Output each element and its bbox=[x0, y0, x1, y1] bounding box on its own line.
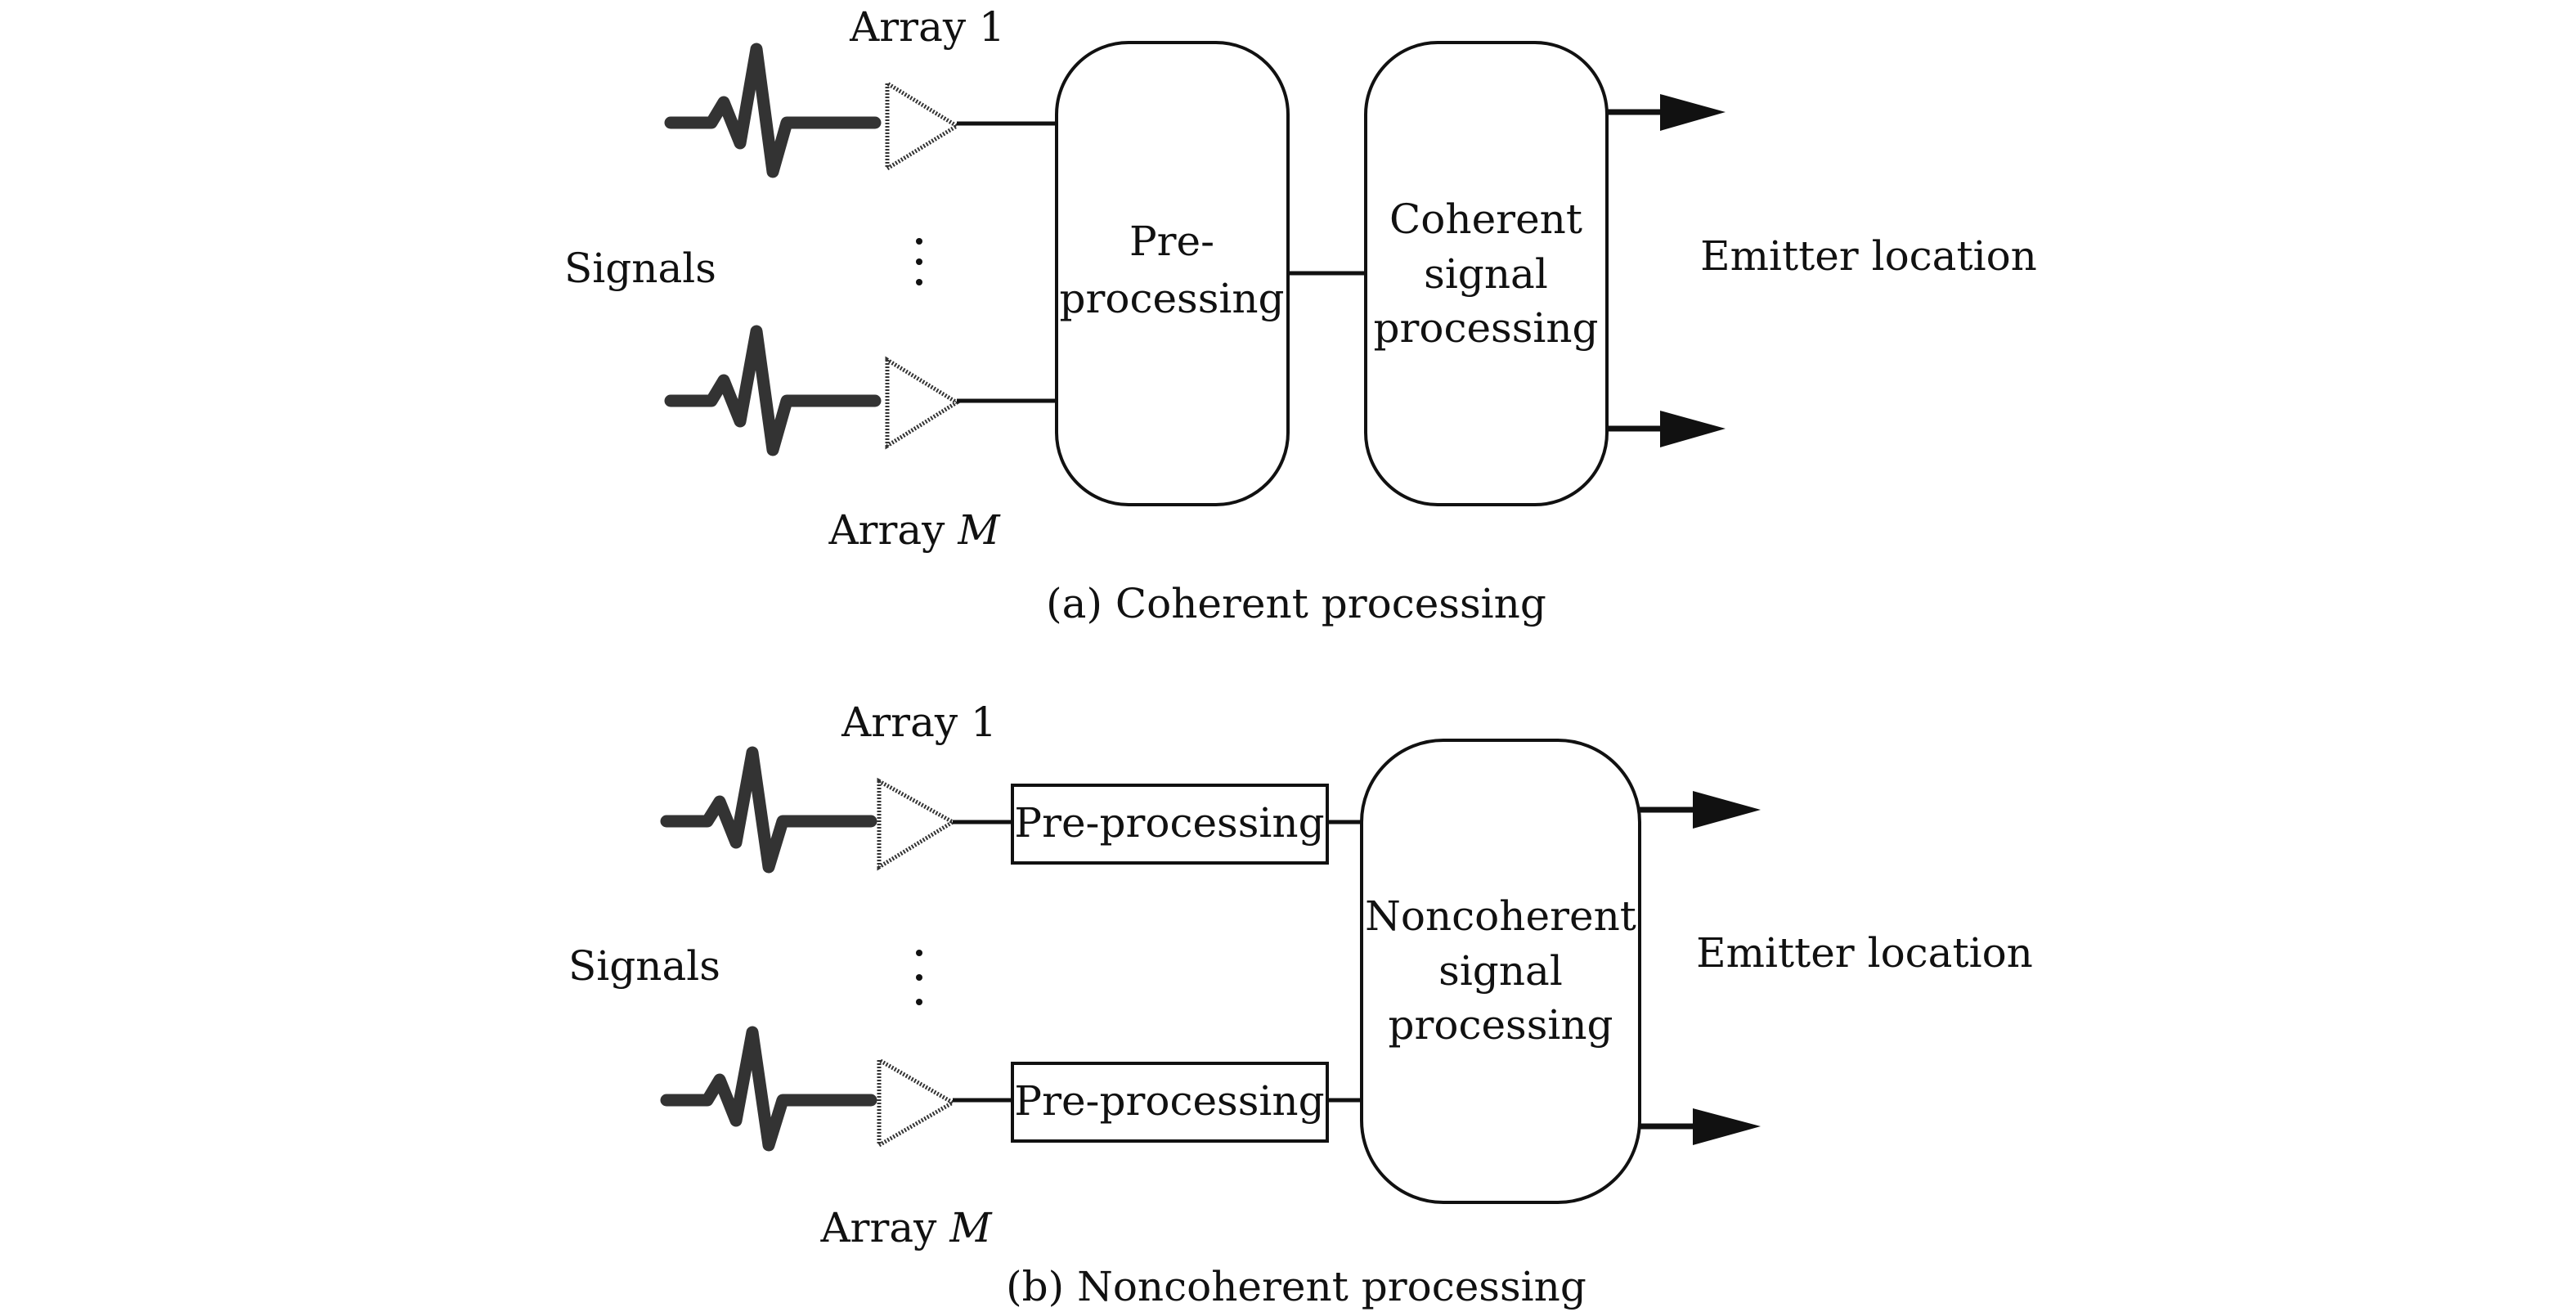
noncoherent-signal-processing-block bbox=[1360, 739, 1641, 1204]
signal-waveform-icon bbox=[664, 325, 882, 456]
signal-waveform-icon bbox=[664, 43, 882, 178]
signals-label: Signals bbox=[564, 245, 716, 292]
preprocessing-top-label: Pre-processing bbox=[1014, 799, 1324, 847]
vertical-ellipsis-icon bbox=[916, 950, 922, 1005]
amplifier-triangle-icon bbox=[877, 1056, 957, 1149]
emitter-location-label: Emitter location bbox=[1696, 929, 2033, 977]
array-m-label: Array M bbox=[819, 1204, 993, 1251]
coherent-label-line-1: Coherent bbox=[1389, 195, 1582, 243]
array-m-label: Array M bbox=[828, 506, 1001, 554]
arrow-right-icon bbox=[1640, 791, 1761, 829]
noncoherent-label-line-3: processing bbox=[1388, 1001, 1613, 1049]
amplifier-triangle-icon bbox=[877, 777, 957, 871]
coherent-label-line-3: processing bbox=[1373, 304, 1598, 352]
coherent-signal-processing-block bbox=[1364, 41, 1609, 506]
preprocessing-block bbox=[1055, 41, 1290, 506]
preprocessing-label-line-2: processing bbox=[1059, 275, 1284, 322]
arrow-right-icon bbox=[1640, 1108, 1761, 1145]
vertical-ellipsis-icon bbox=[916, 238, 922, 285]
preprocessing-bottom-label: Pre-processing bbox=[1014, 1077, 1324, 1125]
panel-noncoherent: Array 1 Pre-processing Signals Pre-proce… bbox=[568, 699, 2033, 1310]
preprocessing-label-line-1: Pre- bbox=[1129, 218, 1214, 265]
amplifier-triangle-icon bbox=[885, 79, 961, 173]
caption-noncoherent: (b) Noncoherent processing bbox=[1006, 1263, 1586, 1310]
preprocessing-block-bottom bbox=[1011, 1062, 1329, 1143]
amplifier-triangle-icon bbox=[885, 356, 961, 450]
arrow-right-icon bbox=[1607, 94, 1726, 131]
coherent-label-line-2: signal bbox=[1424, 250, 1548, 298]
noncoherent-label-line-1: Noncoherent bbox=[1365, 892, 1636, 940]
array-1-label: Array 1 bbox=[841, 699, 997, 746]
emitter-location-label: Emitter location bbox=[1700, 232, 2037, 280]
signals-label: Signals bbox=[568, 942, 720, 990]
array-1-label: Array 1 bbox=[849, 3, 1005, 51]
signal-waveform-icon bbox=[660, 1026, 877, 1152]
panel-coherent: Array 1 Signals Array M Pre- processing … bbox=[564, 3, 2037, 627]
noncoherent-label-line-2: signal bbox=[1438, 947, 1563, 995]
caption-coherent: (a) Coherent processing bbox=[1046, 580, 1546, 627]
arrow-right-icon bbox=[1607, 411, 1726, 447]
signal-waveform-icon bbox=[660, 746, 877, 874]
